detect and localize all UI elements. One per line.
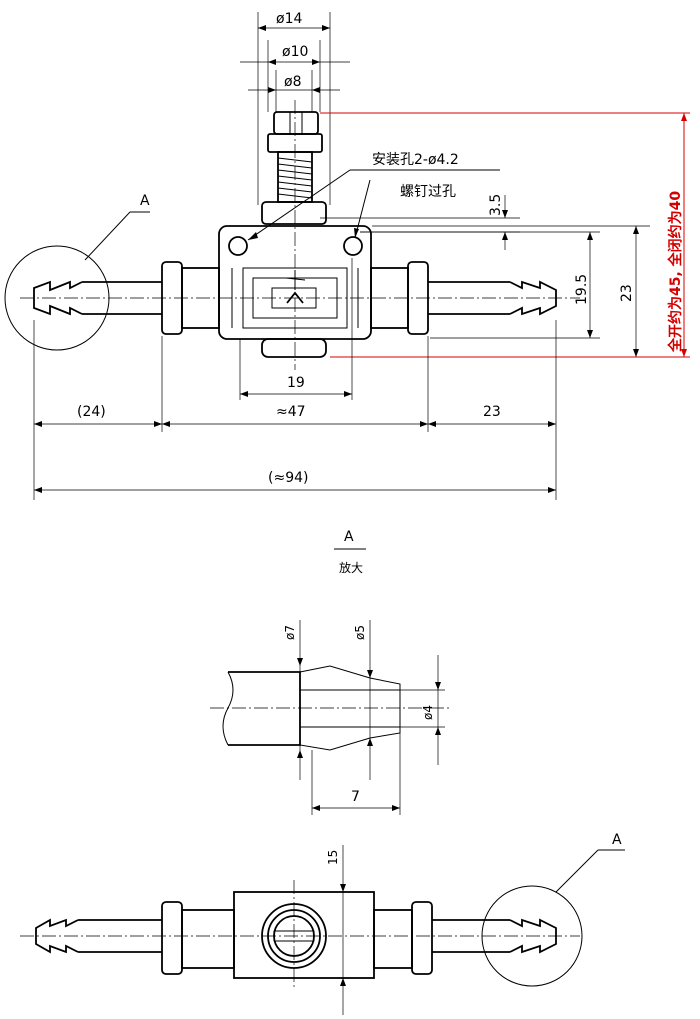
top-view: 15 A (20, 832, 625, 1015)
red-stroke-dims: 全开约为45, 全闭约为40 (320, 112, 690, 358)
right-vertical-dims: 3.5 19.5 23 (320, 194, 650, 358)
stroke-note: 全开约为45, 全闭约为40 (667, 191, 684, 353)
dim-24: (24) (77, 404, 106, 420)
dim-3-5: 3.5 (488, 194, 504, 216)
dim-47: ≈47 (276, 404, 306, 420)
mount-hole-label: 安装孔2-ø4.2 (372, 152, 459, 168)
dim-d14: ø14 (276, 11, 302, 27)
hole-labels: 安装孔2-ø4.2 螺钉过孔 (247, 152, 500, 241)
screw-hole-label: 螺钉过孔 (400, 184, 456, 200)
dim-23-right: 23 (619, 284, 635, 302)
dim-23-bottom: 23 (483, 404, 501, 420)
front-view: ø14 ø10 ø8 (4, 11, 690, 500)
dim-d5: ø5 (353, 625, 367, 640)
dim-94: (≈94) (268, 470, 308, 486)
dim-d7: ø7 (283, 625, 297, 640)
left-tube: A (4, 193, 162, 351)
dim-d4: ø4 (421, 705, 435, 720)
detail-title: A (344, 529, 354, 545)
bottom-horizontal-dims: 19 (24) ≈47 23 (≈94) (33, 258, 557, 500)
dim-19-5: 19.5 (574, 274, 590, 305)
adjusting-screw (261, 100, 327, 370)
dim-15: 15 (326, 850, 340, 865)
detail-view-a: A 放大 ø7 ø5 ø4 7 (210, 529, 450, 815)
detail-callout-a-front: A (140, 193, 150, 209)
dim-d10: ø10 (282, 44, 308, 60)
mount-hole-left (228, 236, 248, 256)
detail-callout-a-top: A (612, 832, 622, 848)
dim-d8: ø8 (284, 74, 301, 90)
mount-hole-right (343, 236, 363, 256)
dim-19: 19 (287, 375, 305, 391)
detail-subtitle: 放大 (339, 560, 363, 575)
dim-len7: 7 (351, 789, 360, 805)
diameter-dims-top: ø14 ø10 ø8 (240, 11, 350, 205)
